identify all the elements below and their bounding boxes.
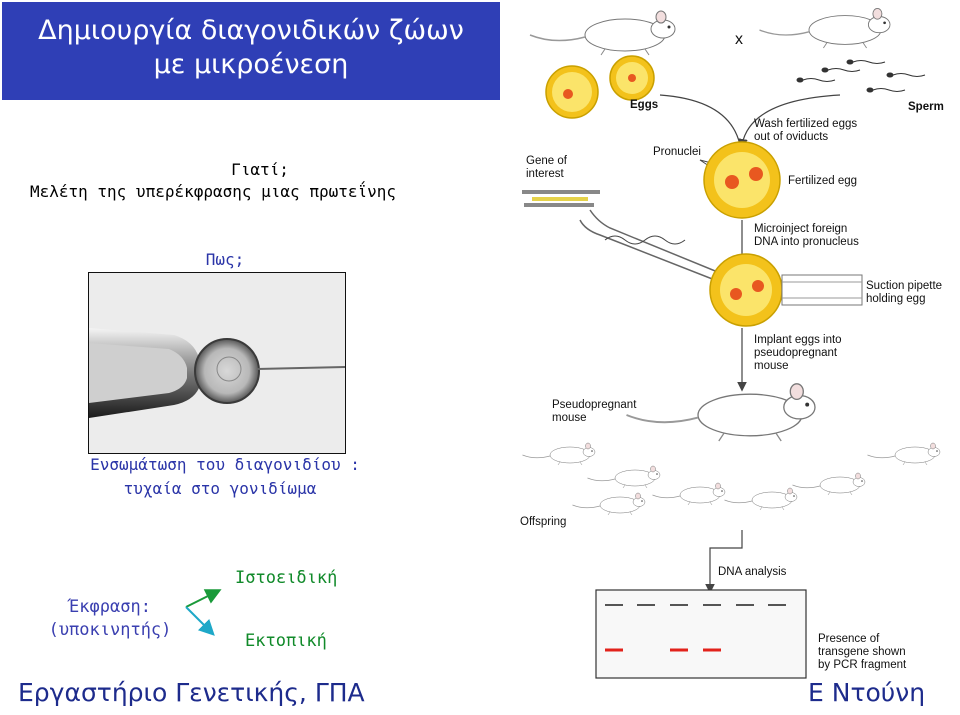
expression-arrows xyxy=(185,589,222,636)
presence-line1: Presence of xyxy=(818,633,880,645)
implant-line3: mouse xyxy=(754,360,789,372)
eggs-label: Eggs xyxy=(630,99,658,111)
pseudopregnant-mouse-icon xyxy=(625,382,816,442)
tissue-specific-label: Ιστοειδική xyxy=(235,568,338,588)
title-line2: με μικροένεση xyxy=(153,49,349,80)
presence-line2: transgene shown xyxy=(818,646,906,658)
expression-promoter: (υποκινητής) xyxy=(48,620,172,640)
how-question: Πως; xyxy=(205,250,245,269)
pseudo-line2: mouse xyxy=(552,412,587,424)
microinject-line2: DNA into pronucleus xyxy=(754,236,859,248)
title-box: Δημιουργία διαγονιδικών ζώων με μικροένε… xyxy=(2,2,500,100)
expression-label: Έκφραση: xyxy=(69,597,151,617)
offspring-label: Offspring xyxy=(520,516,566,528)
offspring-mice xyxy=(522,442,941,516)
wash-line2: out of oviducts xyxy=(754,131,828,143)
fertilized-egg-label: Fertilized egg xyxy=(788,175,857,187)
why-question: Γιατί; xyxy=(231,160,289,179)
footer-author: Ε Ντούνη xyxy=(808,678,926,707)
incorporation-line2: τυχαία στο γονιδίωμα xyxy=(123,479,317,498)
gene-line1: Gene of xyxy=(526,155,568,167)
pronuclei-label: Pronuclei xyxy=(653,146,701,158)
pcr-gel xyxy=(595,589,807,679)
implant-line1: Implant eggs into xyxy=(754,334,842,346)
male-mouse-top xyxy=(758,7,891,49)
wash-line1: Wash fertilized eggs xyxy=(754,118,857,130)
suction-line2: holding egg xyxy=(866,293,925,305)
presence-line3: by PCR fragment xyxy=(818,659,907,671)
footer-lab: Εργαστήριο Γενετικής, ΓΠΑ xyxy=(18,678,365,707)
microinjection-photo xyxy=(88,272,346,454)
pseudo-line1: Pseudopregnant xyxy=(552,399,637,411)
fertilized-egg-icon xyxy=(703,141,781,219)
implant-line2: pseudopregnant xyxy=(754,347,838,359)
eggs-icon xyxy=(545,55,655,119)
gene-of-interest-dna xyxy=(522,190,600,207)
incorporation-line1: Ενσωμάτωση του διαγονιδίου : xyxy=(90,455,360,474)
sperm-icon xyxy=(796,59,926,93)
female-mouse-top xyxy=(529,10,676,56)
dna-analysis-label: DNA analysis xyxy=(718,566,787,578)
title-line1: Δημιουργία διαγονιδικών ζώων xyxy=(38,15,464,46)
sperm-label: Sperm xyxy=(908,101,944,113)
cross-symbol: x xyxy=(735,31,743,48)
suction-line1: Suction pipette xyxy=(866,280,942,292)
gene-line2: interest xyxy=(526,168,565,180)
ectopic-label: Εκτοπική xyxy=(245,631,327,651)
why-answer: Μελέτη της υπερέκφρασης μιας πρωτεΐνης xyxy=(29,182,397,201)
transgenic-diagram: x Eggs Sperm Wash fertilized eggs out of… xyxy=(520,7,944,679)
microinject-line1: Microinject foreign xyxy=(754,223,847,235)
injected-egg-icon xyxy=(709,253,783,327)
